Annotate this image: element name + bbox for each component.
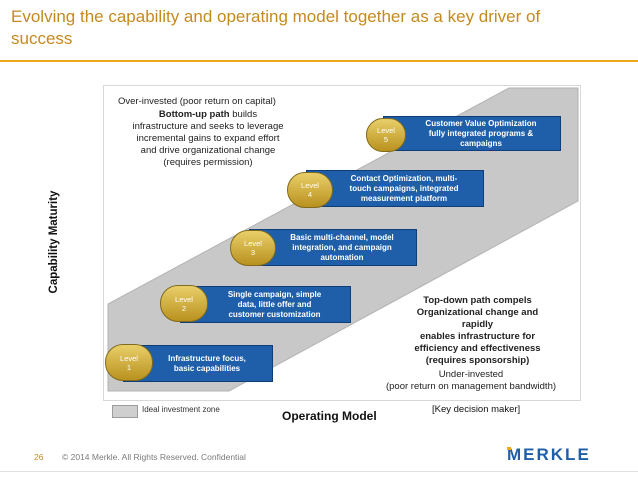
level-2-badge: Level 2 xyxy=(160,285,208,322)
logo-text: MERKLE xyxy=(507,445,591,464)
level-1-number: 1 xyxy=(126,362,132,372)
x-axis-label: Operating Model xyxy=(282,409,377,423)
level-3-badge: Level 3 xyxy=(230,230,276,266)
level-3-description-box: Basic multi-channel, model integration, … xyxy=(249,229,417,266)
level-5-line2: fully integrated programs & xyxy=(428,128,534,138)
underinvested-red-note: Under-invested (poor return on managemen… xyxy=(360,369,582,393)
merkle-logo: MERKLE xyxy=(507,444,619,469)
bottom-up-path-label: Bottom-up path xyxy=(158,109,230,120)
underinvested-line1: Top-down path compels xyxy=(423,295,532,306)
level-3-number: 3 xyxy=(250,248,256,257)
level-4-line1: Contact Optimization, multi- xyxy=(350,173,458,183)
level-2-line1: Single campaign, simple xyxy=(227,289,322,299)
overinvested-line1-rest: builds xyxy=(229,109,258,120)
level-3-line3: automation xyxy=(320,252,364,262)
title-divider xyxy=(0,60,638,62)
y-axis-label: Capability Maturity xyxy=(48,190,60,294)
level-2-number: 2 xyxy=(181,303,187,313)
level-5-line1: Customer Value Optimization xyxy=(425,118,537,128)
level-4-line2: touch campaigns, integrated xyxy=(349,183,459,193)
level-2-description-box: Single campaign, simple data, little off… xyxy=(180,286,351,323)
level-4-line3: measurement platform xyxy=(360,193,448,203)
level-5-word: Level xyxy=(377,126,395,135)
underinvested-subtitle: (poor return on management bandwidth) xyxy=(385,381,557,392)
slide-title: Evolving the capability and operating mo… xyxy=(11,7,541,48)
copyright-text: © 2014 Merkle. All Rights Reserved. Conf… xyxy=(62,452,246,462)
level-1-word: Level xyxy=(120,353,138,363)
page-number: 26 xyxy=(34,452,44,462)
level-3-line2: integration, and campaign xyxy=(292,242,392,252)
overinvested-heading: Over-invested (poor return on capital) xyxy=(118,96,276,107)
level-2-word: Level xyxy=(175,294,193,304)
overinvested-line5: (requires permission) xyxy=(163,157,253,168)
legend-swatch xyxy=(112,405,138,418)
key-decision-maker-note: [Key decision maker] xyxy=(432,404,521,415)
level-3-word: Level xyxy=(244,239,262,248)
level-2-line2: data, little offer and xyxy=(237,299,312,309)
overinvested-description: Bottom-up path builds infrastructure and… xyxy=(112,109,304,169)
underinvested-heading: Under-invested xyxy=(438,369,504,380)
level-4-word: Level xyxy=(301,181,319,190)
underinvested-line3: rapidly xyxy=(461,319,494,330)
underinvested-line6: (requires sponsorship) xyxy=(425,355,530,366)
level-5-line3: campaigns xyxy=(460,138,502,148)
level-5-badge: Level 5 xyxy=(366,118,406,152)
level-4-number: 4 xyxy=(307,190,313,199)
underinvested-line5: efficiency and effectiveness xyxy=(414,343,541,354)
overinvested-line2: infrastructure and seeks to leverage xyxy=(132,121,284,132)
underinvested-line4: enables infrastructure for xyxy=(419,331,536,342)
footer-divider xyxy=(0,471,638,472)
overinvested-line3: incremental gains to expand effort xyxy=(136,133,280,144)
level-4-description-box: Contact Optimization, multi- touch campa… xyxy=(306,170,484,207)
level-4-badge: Level 4 xyxy=(287,172,333,208)
level-1-line2: basic capabilities xyxy=(173,363,241,373)
legend-label: Ideal investment zone xyxy=(142,405,220,414)
underinvested-description: Top-down path compels Organizational cha… xyxy=(380,295,575,367)
level-5-description-box: Customer Value Optimization fully integr… xyxy=(383,116,561,151)
level-3-line1: Basic multi-channel, model xyxy=(290,232,394,242)
level-2-line3: customer customization xyxy=(228,309,321,319)
level-5-number: 5 xyxy=(383,135,389,144)
level-1-badge: Level 1 xyxy=(105,344,153,381)
overinvested-line4: and drive organizational change xyxy=(140,145,276,156)
level-1-line1: Infrastructure focus, xyxy=(168,353,246,363)
underinvested-line2: Organizational change and xyxy=(416,307,539,318)
